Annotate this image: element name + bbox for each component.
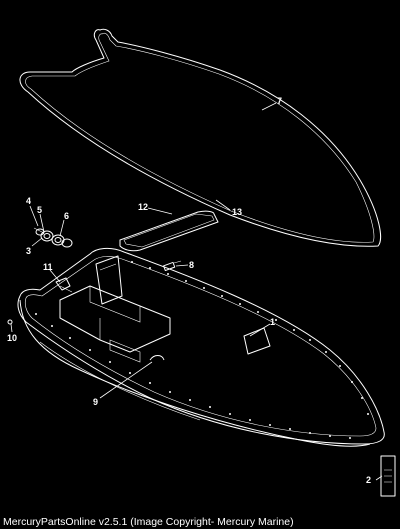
leader-lines	[10, 102, 383, 481]
callout-6: 6	[64, 211, 69, 221]
part-1-hull	[17, 247, 385, 447]
part-2-label	[380, 455, 396, 497]
callout-5: 5	[37, 205, 42, 215]
part-10-screw	[7, 319, 13, 325]
part-7-gasket	[19, 28, 381, 247]
callout-12: 12	[138, 202, 148, 212]
callout-10: 10	[7, 333, 17, 343]
parts-3-6-hardware	[33, 227, 73, 248]
callout-13: 13	[232, 207, 242, 217]
parts-diagram: 7 12 13 4 5 6 3 8 11 1 10 9 2	[7, 28, 396, 497]
callout-4: 4	[26, 196, 31, 206]
callout-8: 8	[189, 260, 194, 270]
part-12-panel	[119, 210, 219, 252]
callouts: 7 12 13 4 5 6 3 8 11 1 10 9 2	[7, 96, 371, 485]
callout-11: 11	[43, 262, 53, 272]
copyright-footer: MercuryPartsOnline v2.5.1 (Image Copyrig…	[3, 516, 294, 528]
part-11-bracket	[55, 277, 73, 293]
callout-3: 3	[26, 246, 31, 256]
callout-2: 2	[366, 475, 371, 485]
callout-9: 9	[93, 397, 98, 407]
callout-1: 1	[270, 317, 275, 327]
hull-rivets	[35, 261, 369, 439]
callout-7: 7	[277, 96, 282, 106]
